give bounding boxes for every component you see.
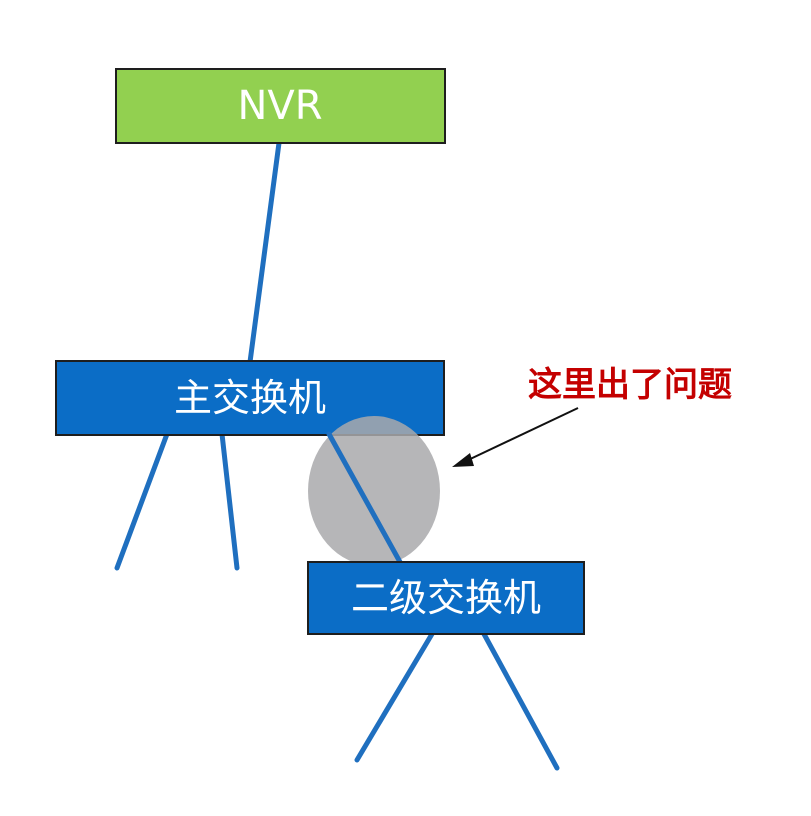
annotation-arrowhead-icon [452,453,474,467]
link-main-switch-downlink-1 [114,431,170,571]
main-switch-label: 主交换机 [174,376,326,420]
nvr-node: NVR [115,68,446,144]
link-main-switch-downlink-2 [219,431,240,571]
annotation-arrow-line [465,407,579,462]
nvr-label: NVR [237,83,322,129]
secondary-switch-label: 二级交换机 [351,576,541,620]
nvr-box [115,68,446,144]
problem-highlight [308,416,440,566]
secondary-switch-node: 二级交换机 [307,561,585,635]
problem-annotation: 这里出了问题 [452,365,732,467]
links [114,140,560,771]
problem-annotation-text: 这里出了问题 [528,365,732,405]
link-main-to-secondary-switch [326,431,403,565]
link-secondary-switch-downlink-1 [354,631,435,763]
link-secondary-switch-downlink-2 [481,631,560,771]
link-nvr-to-main-switch [247,140,282,365]
problem-highlight-ellipse [308,416,440,566]
secondary-switch-box [307,561,585,635]
